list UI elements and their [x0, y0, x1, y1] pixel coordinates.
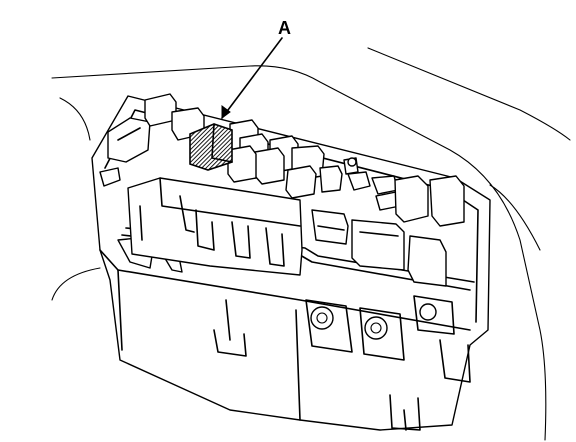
callout-leader — [221, 37, 283, 119]
fuse-row — [144, 93, 401, 211]
left-clip — [99, 117, 183, 273]
vehicle-body-outline — [51, 47, 571, 441]
callout-label-a: A — [278, 18, 291, 38]
center-pin — [347, 157, 357, 167]
relay-block-right — [311, 175, 465, 287]
relay-a — [189, 123, 233, 171]
relay-block-center — [127, 177, 303, 276]
terminal-posts — [305, 295, 455, 361]
